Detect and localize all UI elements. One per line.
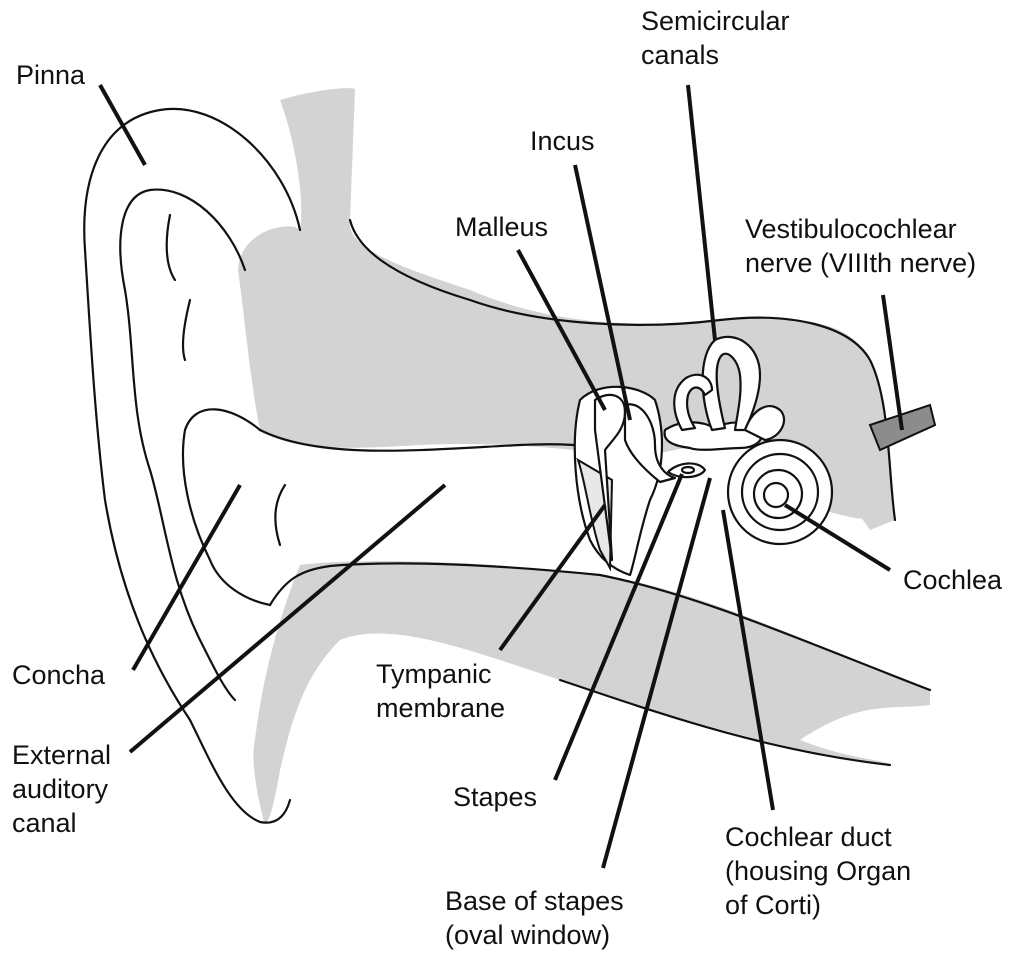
semicircular-canals-label-line-2: canals <box>641 38 790 72</box>
cochlea-label: Cochlea <box>903 563 1002 597</box>
external-auditory-canal-label: External auditory canal <box>12 738 111 840</box>
concha-label: Concha <box>12 658 105 692</box>
vestibulocochlear-nerve-label-line-2: nerve (VIIIth nerve) <box>745 246 976 280</box>
cochlea-label-line-1: Cochlea <box>903 563 1002 597</box>
incus-label: Incus <box>530 124 595 158</box>
malleus-label: Malleus <box>455 210 548 244</box>
cochlear-duct-label: Cochlear duct (housing Organ of Corti) <box>725 820 911 922</box>
stapes-label: Stapes <box>453 780 537 814</box>
incus-label-line-1: Incus <box>530 124 595 158</box>
external-auditory-canal-label-line-3: canal <box>12 806 111 840</box>
concha-curve <box>275 485 285 545</box>
antihelix-fold <box>167 215 190 360</box>
external-auditory-canal-label-line-1: External <box>12 738 111 772</box>
vestibulocochlear-nerve-label-line-1: Vestibulocochlear <box>745 212 976 246</box>
pinna-label-line-1: Pinna <box>16 58 85 92</box>
cochlear-duct-label-line-2: (housing Organ <box>725 854 911 888</box>
pinna-leader <box>100 85 145 165</box>
vestibulocochlear-nerve-label: Vestibulocochlear nerve (VIIIth nerve) <box>745 212 976 280</box>
cochlear-duct-label-line-3: of Corti) <box>725 888 911 922</box>
oval-window-shape <box>682 467 694 473</box>
tympanic-membrane-label-line-1: Tympanic <box>376 657 505 691</box>
semicircular-canals-label-line-1: Semicircular <box>641 4 790 38</box>
external-auditory-canal-label-line-2: auditory <box>12 772 111 806</box>
semicircular-canals-label: Semicircular canals <box>641 4 790 72</box>
cochlea-outer <box>728 440 832 544</box>
cochlear-duct-label-line-1: Cochlear duct <box>725 820 911 854</box>
concha-label-line-1: Concha <box>12 658 105 692</box>
tympanic-membrane-label: Tympanic membrane <box>376 657 505 725</box>
base-of-stapes-label-line-1: Base of stapes <box>445 884 624 918</box>
semicircular-canals-leader <box>688 85 715 340</box>
vestibulocochlear-nerve-leader <box>883 295 902 430</box>
stapes-label-line-1: Stapes <box>453 780 537 814</box>
malleus-label-line-1: Malleus <box>455 210 548 244</box>
concha-leader <box>133 485 240 670</box>
tympanic-membrane-label-line-2: membrane <box>376 691 505 725</box>
base-of-stapes-label-line-2: (oval window) <box>445 918 624 952</box>
base-of-stapes-label: Base of stapes (oval window) <box>445 884 624 952</box>
pinna-label: Pinna <box>16 58 85 92</box>
